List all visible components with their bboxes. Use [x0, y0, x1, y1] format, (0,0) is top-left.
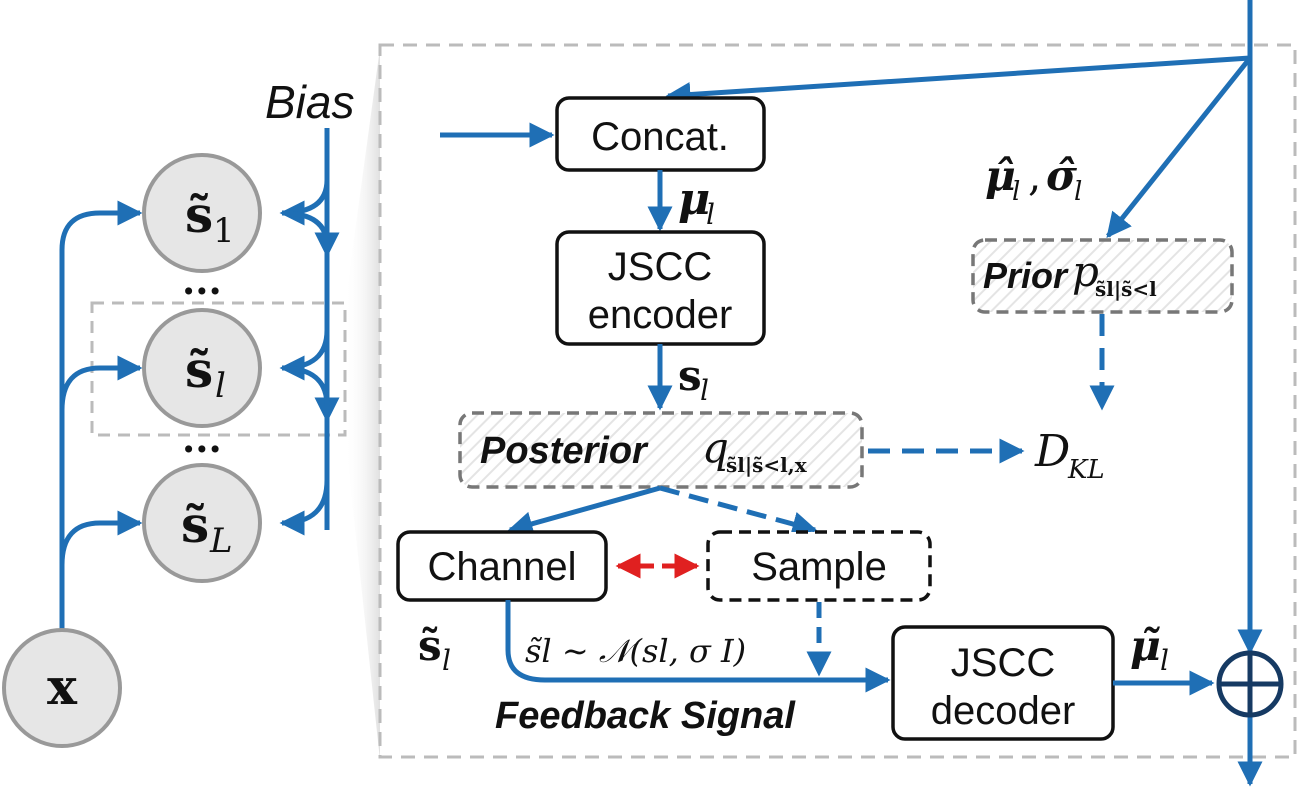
svg-text:x: x	[47, 657, 78, 716]
bias-branch-l	[279, 329, 330, 381]
prior-block: Prior p s̃l|s̃<l	[971, 238, 1234, 314]
svg-text:decoder: decoder	[931, 689, 1076, 733]
s-l-label: s l	[678, 351, 709, 407]
svg-text:s̃: s̃	[185, 185, 213, 244]
svg-text:Channel: Channel	[427, 545, 576, 589]
s-tilde-l-label: s̃ l	[418, 621, 451, 677]
input-node-x: x	[2, 628, 122, 748]
concat-block: Concat.	[555, 96, 766, 172]
svg-text:Sample: Sample	[751, 545, 887, 589]
svg-text:JSCC: JSCC	[951, 641, 1055, 685]
channel-distribution-label: s̃l ∼ 𝒩(sl, σ I)	[525, 632, 746, 670]
x-feed-l	[59, 355, 143, 411]
svg-text:KL: KL	[1067, 455, 1105, 485]
svg-text:,: ,	[1028, 151, 1041, 200]
svg-text:l: l	[442, 644, 451, 677]
bias-branch-1	[279, 179, 330, 226]
x-feed-1	[59, 200, 143, 630]
svg-text:μ: μ	[678, 174, 710, 225]
svg-text:p: p	[1072, 247, 1099, 296]
svg-text:Concat.: Concat.	[591, 115, 729, 159]
svg-text:1: 1	[213, 211, 235, 251]
mu-l-label: μ l	[678, 174, 715, 231]
svg-text:q: q	[702, 423, 729, 472]
svg-text:Prior: Prior	[983, 255, 1069, 296]
jscc-encoder-block: JSCC encoder	[555, 230, 766, 346]
svg-text:s̃l|s̃<l,x: s̃l|s̃<l,x	[726, 453, 808, 477]
posterior-block: Posterior q s̃l|s̃<l,x	[458, 411, 864, 489]
svg-text:s̃: s̃	[181, 495, 209, 554]
svg-text:s̃: s̃	[418, 621, 442, 670]
prior-params-label: μ̂ l , σ̂ l	[985, 151, 1082, 207]
svg-text:l: l	[1074, 177, 1082, 207]
mu-tilde-label: μ̃ l	[1130, 621, 1169, 677]
channel-to-decoder-path	[505, 600, 891, 693]
zoom-cone	[345, 48, 380, 760]
bias-label: Bias	[265, 76, 354, 128]
svg-text:μ̃: μ̃	[1130, 621, 1161, 670]
bias-branch-L	[279, 479, 330, 536]
channel-block: Channel	[396, 530, 608, 602]
posterior-to-channel-arrow	[507, 485, 661, 536]
latent-node-L: s̃ L	[142, 463, 262, 583]
to-prior-line	[1106, 56, 1252, 238]
x-feed-L	[59, 510, 143, 566]
svg-text:l: l	[1160, 644, 1169, 677]
latent-node-1: s̃ 1	[142, 153, 262, 273]
svg-text:s̃: s̃	[185, 340, 213, 399]
posterior-to-sample-arrow	[659, 485, 818, 537]
sum-node	[1216, 650, 1284, 718]
dkl-label: D KL	[1034, 426, 1105, 485]
svg-text:μ̂: μ̂	[985, 151, 1016, 200]
svg-text:JSCC: JSCC	[608, 245, 712, 289]
jscc-decoder-block: JSCC decoder	[891, 625, 1115, 741]
sample-block: Sample	[706, 530, 932, 602]
svg-text:s̃l|s̃<l: s̃l|s̃<l	[1095, 277, 1157, 301]
bias-branch-lb	[281, 365, 330, 407]
expanded-layer-frame	[378, 43, 1297, 759]
svg-text:l: l	[700, 374, 709, 407]
feedback-signal-label: Feedback Signal	[495, 695, 796, 737]
ellipsis-bottom: ...	[182, 416, 222, 461]
latent-node-l: s̃ l	[142, 308, 262, 428]
svg-text:l: l	[215, 366, 226, 406]
svg-text:D: D	[1034, 426, 1070, 477]
svg-text:σ̂: σ̂	[1046, 151, 1077, 200]
ellipsis-top: ...	[182, 258, 222, 303]
to-concat-line	[665, 55, 1251, 108]
svg-text:Posterior: Posterior	[480, 430, 649, 472]
bias-branch-1b	[281, 210, 330, 247]
svg-text:encoder: encoder	[588, 293, 733, 337]
svg-text:L: L	[209, 521, 233, 561]
svg-text:l: l	[706, 198, 715, 231]
svg-text:l: l	[1012, 177, 1020, 207]
svg-text:s: s	[678, 351, 702, 400]
